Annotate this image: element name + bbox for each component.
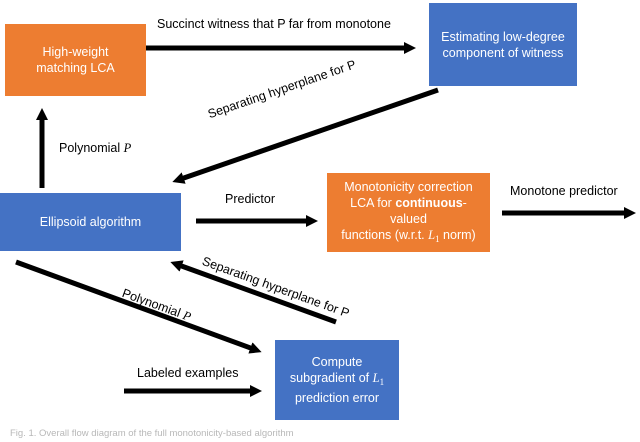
box-mono-line3-sub: 1: [435, 233, 440, 244]
box-mono-line1: Monotonicity correction: [344, 179, 473, 194]
box-mono-line3: functions (w.r.t. L1 norm): [333, 227, 484, 247]
box-mono-line2-suffix: -valued: [390, 195, 467, 226]
label-predictor: Predictor: [225, 192, 276, 206]
box-mono-line2-bold: continuous: [395, 195, 463, 210]
box-subgrad-line2-L: L: [372, 371, 380, 385]
label-polynomial-left-text: Polynomial: [59, 141, 124, 155]
box-mono-line3-L: L: [428, 227, 436, 242]
box-estimating-low-degree: Estimating low-degree component of witne…: [429, 3, 577, 86]
box-mono-line3-prefix: functions (w.r.t.: [341, 227, 429, 242]
label-labeled-examples: Labeled examples: [137, 366, 239, 380]
box-ellipsoid-label: Ellipsoid algorithm: [39, 215, 142, 229]
figure-caption: Fig. 1. Overall flow diagram of the full…: [10, 428, 294, 439]
box-subgrad-line2: subgradient of L1: [290, 370, 384, 390]
box-subgrad-line2-sub: 1: [379, 377, 385, 387]
label-polynomial-left-var: P: [123, 141, 132, 155]
label-monotone-predictor: Monotone predictor: [510, 184, 618, 198]
box-mono-line2: LCA for continuous-valued: [333, 195, 484, 227]
box-ellipsoid-algorithm: Ellipsoid algorithm: [0, 193, 181, 251]
label-succinct-witness: Succinct witness that P far from monoton…: [157, 17, 391, 31]
box-monotonicity-correction: Monotonicity correction LCA for continuo…: [327, 173, 490, 252]
label-polynomial-left: Polynomial P: [59, 141, 131, 156]
box-high-weight-line1: High-weight: [42, 45, 109, 59]
arrow-separating-hyperplane-top: [172, 87, 439, 184]
arrow-separating-hyperplane-mid: [170, 260, 337, 325]
box-subgrad-line2-prefix: subgradient of: [289, 371, 373, 385]
box-estimating-line2: component of witness: [442, 45, 564, 60]
box-subgrad-line3: prediction error: [294, 391, 380, 405]
box-compute-subgradient: Compute subgradient of L1 prediction err…: [275, 340, 399, 420]
box-mono-line2-prefix: LCA for: [350, 195, 396, 210]
arrow-polynomial-down: [15, 259, 262, 354]
box-subgrad-line1: Compute: [311, 355, 363, 369]
box-high-weight-matching: High-weight matching LCA: [5, 24, 146, 96]
box-estimating-line1: Estimating low-degree: [441, 29, 565, 44]
box-mono-line3-suffix: norm): [439, 227, 476, 242]
box-high-weight-line2: matching LCA: [36, 61, 115, 75]
